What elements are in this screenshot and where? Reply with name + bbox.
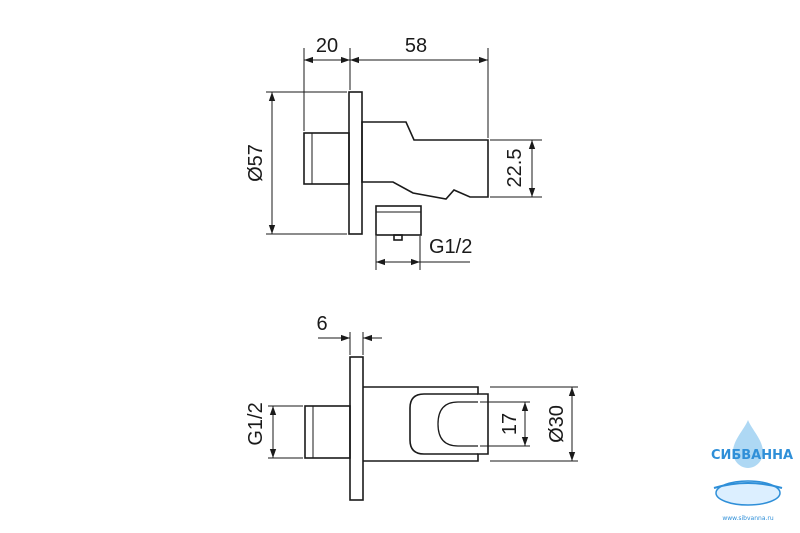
dim-label-20: 20 [316,35,338,57]
top-inlet-stub [303,132,350,185]
logo-bathtub-rim-icon [713,482,783,489]
bottom-holder-clip [409,393,478,455]
bottom-extension-lines [268,332,578,462]
top-holder-body [361,121,489,200]
logo-brand-text: СИБВАННА [711,448,793,463]
bottom-dimension-lines [269,334,576,461]
bottom-view [268,332,578,501]
top-dimension-lines [268,56,536,266]
top-flange [348,91,363,235]
dim-label-22-5: 22.5 [504,149,526,188]
logo-drop-icon [733,420,763,468]
bottom-flange [349,356,364,501]
dim-label-17: 17 [499,413,521,435]
top-outlet-nut [375,205,422,236]
bottom-holder-slot [437,401,478,447]
bottom-holder-outer [363,386,489,462]
dim-label-thread-inlet: G1/2 [245,402,267,445]
dim-label-diameter-30: Ø30 [546,405,568,443]
logo-url-text: www.sibvanna.ru [722,515,774,522]
dim-label-diameter-57: Ø57 [245,144,267,182]
dim-label-thread-outlet: G1/2 [429,236,472,258]
dim-label-58: 58 [405,35,427,57]
logo-bathtub-icon [715,480,781,506]
top-extension-lines [266,48,542,270]
dim-label-6: 6 [316,313,327,335]
top-view [266,48,542,270]
bottom-inlet-stub [304,405,351,459]
watermark-logo: СИБВАННА www.sibvanna.ru [711,420,793,522]
top-outlet-tip [393,234,403,241]
